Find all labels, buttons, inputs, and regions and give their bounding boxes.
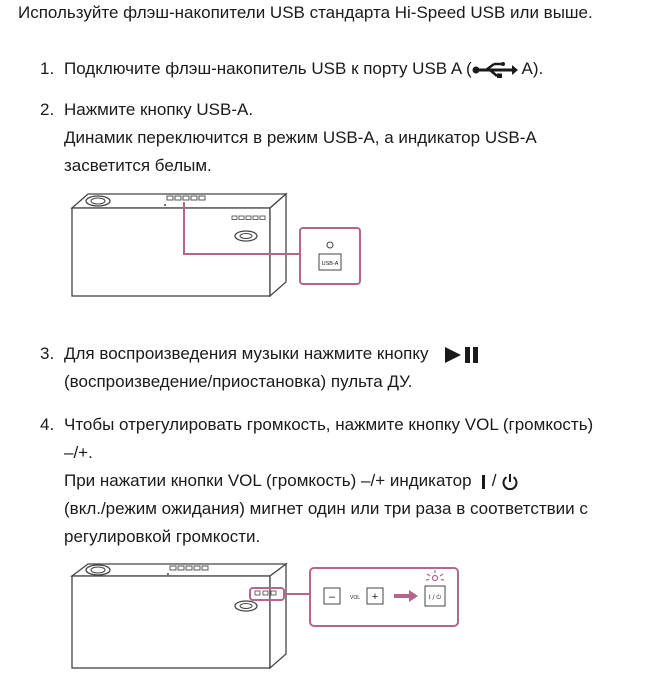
step-number: 3. xyxy=(40,344,55,363)
step-4-line-5: регулировкой громкости. xyxy=(64,527,261,546)
speaker-usb-a-illustration: USB-A xyxy=(60,190,370,305)
bar-icon xyxy=(481,474,487,490)
vol-minus-label: – xyxy=(329,591,336,603)
step-2-line-1: Нажмите кнопку USB-A. xyxy=(64,100,254,119)
step-4-line-3: При нажатии кнопки VOL (громкость) –/+ и… xyxy=(64,471,472,490)
power-indicator-label: I / ⏻ xyxy=(429,594,442,601)
step-2-line-2: Динамик переключится в режим USB-A, а ин… xyxy=(64,128,537,147)
step-number: 1. xyxy=(40,59,55,78)
usb-a-button-label: USB-A xyxy=(322,261,339,267)
step-4-line-2: –/+. xyxy=(64,443,93,462)
step-number: 4. xyxy=(40,415,55,434)
step-2-line-3: засветится белым. xyxy=(64,156,212,175)
step-number: 2. xyxy=(40,100,55,119)
power-icon xyxy=(501,473,519,491)
intro-text: Используйте флэш-накопители USB стандарт… xyxy=(18,3,593,22)
step-1-text-before: Подключите флэш-накопитель USB к порту U… xyxy=(64,59,472,78)
speaker-vol-illustration: – VOL + I / ⏻ xyxy=(60,560,465,678)
usb-icon xyxy=(472,61,518,78)
vol-label: VOL xyxy=(350,595,360,601)
step-3-line-2: (воспроизведение/приостановка) пульта ДУ… xyxy=(64,372,413,391)
step-1-text-after: A). xyxy=(517,59,544,78)
slash-symbol: / xyxy=(491,471,497,490)
step-4-line-4: (вкл./режим ожидания) мигнет один или тр… xyxy=(64,499,588,518)
step-3-line-1: Для воспроизведения музыки нажмите кнопк… xyxy=(64,344,429,363)
vol-plus-label: + xyxy=(372,591,378,603)
play-pause-icon xyxy=(443,346,481,364)
step-4-line-1: Чтобы отрегулировать громкость, нажмите … xyxy=(64,415,594,434)
